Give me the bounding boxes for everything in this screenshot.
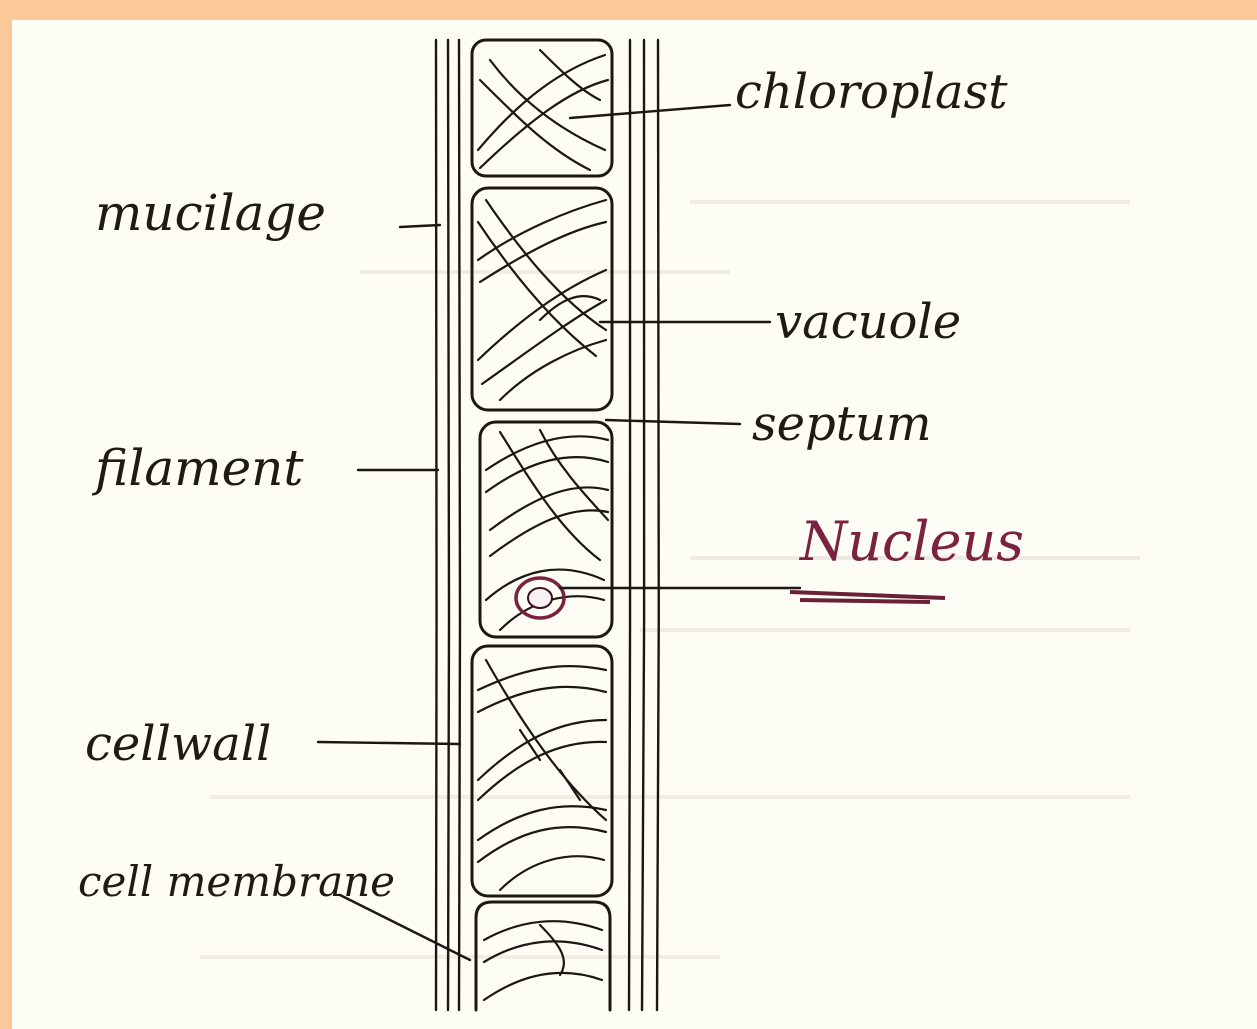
nucleus-underline: [790, 592, 945, 602]
label-septum: septum: [752, 396, 931, 452]
label-filament: filament: [91, 439, 304, 497]
label-chloroplast: chloroplast: [735, 64, 1008, 120]
label-vacuole: vacuole: [775, 294, 961, 350]
leader-lines: [318, 105, 800, 960]
label-cell-membrane: cell membrane: [78, 857, 395, 906]
chloroplast-spirals: [478, 50, 608, 1000]
labels: chloroplast mucilage vacuole septum fila…: [78, 64, 1024, 906]
cells: [472, 40, 612, 1010]
bleed-through-text: [200, 200, 1140, 959]
filament-walls: [436, 40, 659, 1010]
label-mucilage: mucilage: [95, 184, 326, 242]
label-nucleus: Nucleus: [798, 510, 1024, 573]
label-cellwall: cellwall: [85, 716, 271, 772]
